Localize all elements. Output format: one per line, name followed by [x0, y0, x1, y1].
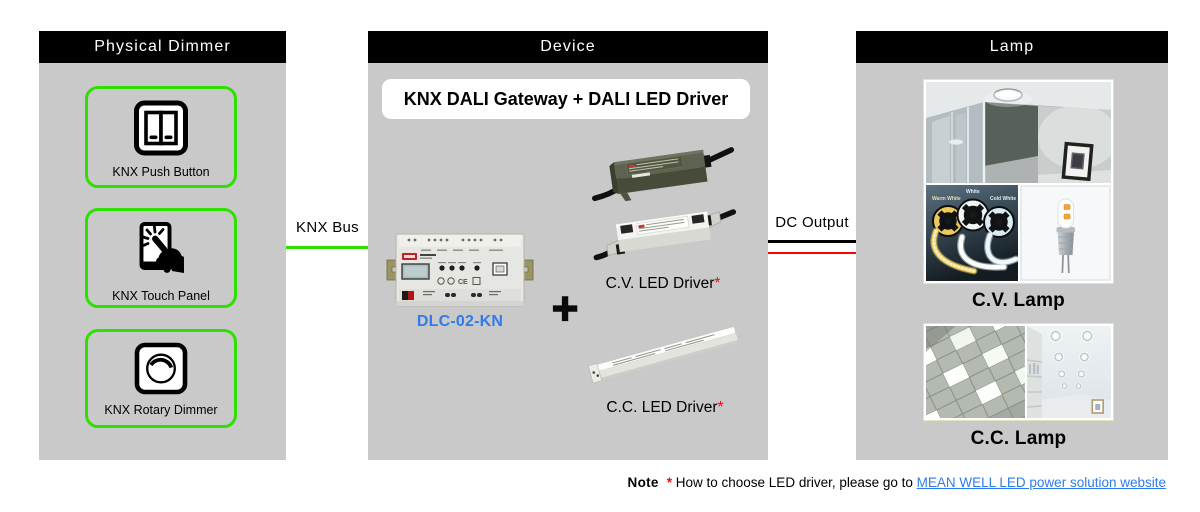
cv-lamp-label: C.V. Lamp: [972, 290, 1065, 311]
cc-driver-label: C.C. LED Driver*: [585, 399, 745, 417]
ce-mark: CE: [458, 279, 468, 286]
cv-lamp-photo-row: Warm White White Cold White: [926, 185, 1111, 281]
dc-output-line-negative: [768, 251, 856, 254]
gateway-model-label: DLC-02-KN: [416, 313, 504, 330]
cc-driver-asterisk: *: [717, 399, 724, 416]
knx-touch-panel-box: KNX Touch Panel: [85, 208, 237, 308]
cc-lamp-label: C.C. Lamp: [970, 428, 1067, 449]
led-strip-reels-photo: Warm White White Cold White: [926, 185, 1018, 281]
cv-driver-label-text: C.V. LED Driver: [605, 275, 715, 292]
knx-push-button-label: KNX Push Button: [112, 165, 210, 179]
cv-lamp-photos: Warm White White Cold White: [923, 79, 1114, 284]
knx-touch-panel-label: KNX Touch Panel: [112, 289, 210, 303]
plus-sign: +: [551, 282, 579, 334]
lamp-header: Lamp: [856, 31, 1168, 63]
knx-bus-label: KNX Bus: [296, 219, 359, 236]
knx-bus-line: [286, 246, 368, 249]
note-text: How to choose LED driver, please go to: [672, 475, 917, 490]
note-word: Note: [627, 475, 659, 490]
cv-led-driver-image: [591, 147, 737, 261]
panel-ceiling-photo: [926, 326, 1025, 418]
white-label: White: [966, 189, 980, 195]
knx-dali-gateway-image: CE: [386, 233, 534, 307]
downlight-ceiling-photo: [1026, 326, 1111, 418]
knx-rotary-dimmer-box: KNX Rotary Dimmer: [85, 329, 237, 428]
rotary-dimmer-icon: [134, 342, 188, 395]
device-headline: KNX DALI Gateway + DALI LED Driver: [382, 79, 750, 119]
knx-rotary-dimmer-label: KNX Rotary Dimmer: [104, 403, 218, 417]
g4-bulb-photo: [1020, 185, 1111, 281]
dc-output-line-positive: [768, 240, 856, 243]
note-line: Note * How to choose LED driver, please g…: [628, 475, 1166, 490]
knx-push-button-box: KNX Push Button: [85, 86, 237, 188]
mean-well-link[interactable]: MEAN WELL LED power solution website: [916, 475, 1166, 490]
interior-downlight-photo: [926, 82, 1111, 183]
device-header: Device: [368, 31, 768, 63]
cold-white-label: Cold White: [990, 196, 1016, 202]
push-button-icon: [134, 100, 188, 156]
physical-dimmer-header: Physical Dimmer: [39, 31, 286, 63]
warm-white-label: Warm White: [932, 196, 961, 202]
physical-dimmer-panel: Physical Dimmer KNX Push Button: [39, 31, 286, 460]
dc-output-label: DC Output: [775, 214, 849, 231]
cv-driver-asterisk: *: [714, 275, 721, 292]
cc-driver-label-text: C.C. LED Driver: [606, 399, 718, 416]
note-asterisk: *: [666, 475, 672, 490]
cc-lamp-photos: [923, 323, 1114, 421]
cc-led-driver-image: [588, 326, 739, 384]
touch-panel-icon: [139, 222, 184, 273]
cv-driver-label: C.V. LED Driver*: [588, 275, 738, 293]
